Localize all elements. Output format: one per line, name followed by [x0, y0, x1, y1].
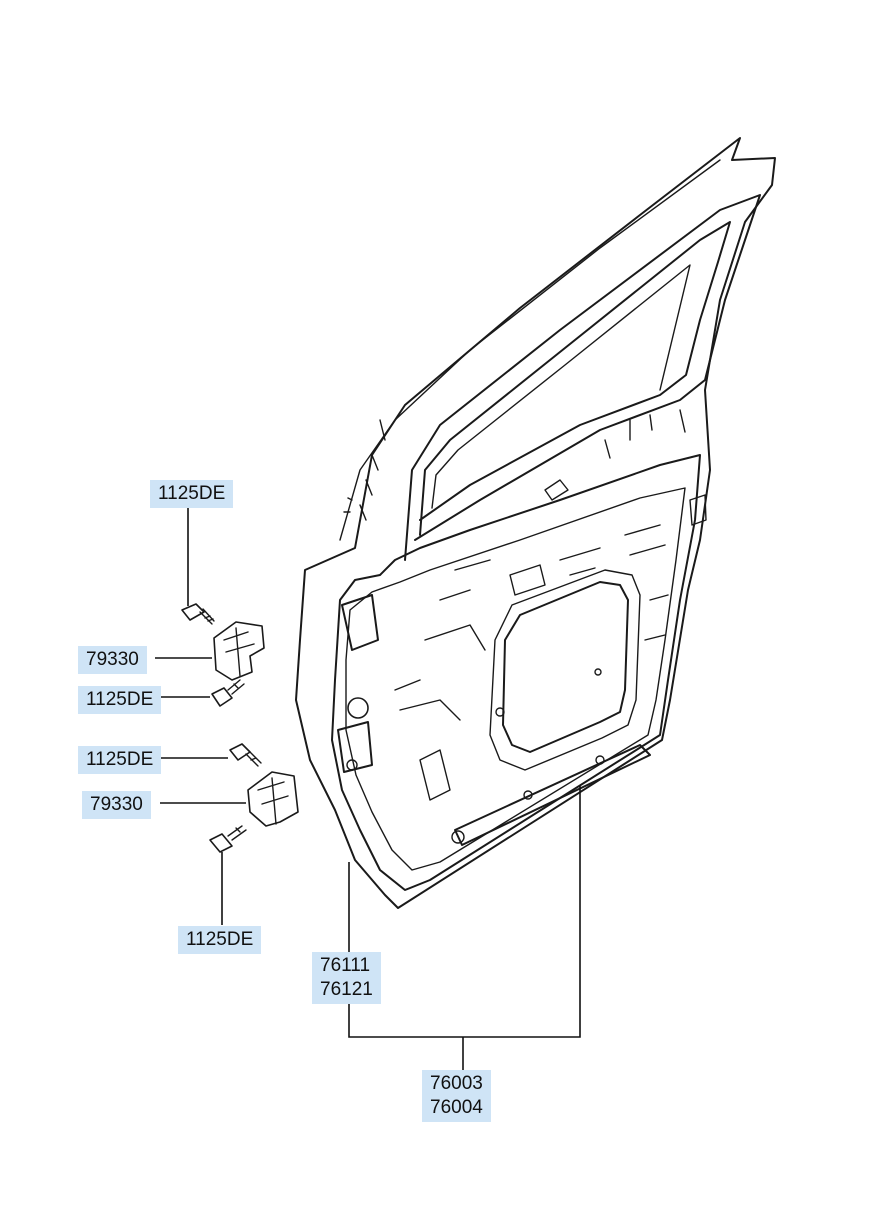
upper-hinge-group — [181, 603, 265, 707]
door-inner-panel — [331, 454, 701, 891]
callout-bolt-upper-top: 1125DE — [150, 480, 234, 508]
part-number: 76111 — [320, 955, 371, 976]
callout-hinge-lower: 79330 — [82, 791, 151, 819]
bolt-icon — [209, 825, 247, 853]
hinge-lower-icon — [247, 771, 299, 827]
part-number: 79330 — [90, 794, 143, 815]
door-outer-outline — [295, 137, 776, 909]
callout-bolt-lower-bottom: 1125DE — [178, 926, 262, 954]
part-number: 79330 — [86, 649, 139, 670]
callout-door-assembly: 76003 76004 — [422, 1070, 491, 1122]
callout-bolt-lower-top: 1125DE — [78, 746, 162, 774]
callout-door-panel: 76111 76121 — [312, 952, 381, 1004]
part-number: 1125DE — [158, 483, 226, 504]
part-number: 1125DE — [86, 689, 154, 710]
part-number: 1125DE — [86, 749, 154, 770]
callout-bolt-upper-bottom: 1125DE — [78, 686, 162, 714]
bolt-icon — [229, 743, 262, 767]
part-number: 76121 — [320, 979, 373, 1000]
bolt-icon — [181, 603, 215, 625]
part-number: 76003 — [430, 1073, 483, 1094]
part-number: 1125DE — [186, 929, 254, 950]
part-number: 76004 — [430, 1097, 483, 1118]
rear-door-illustration — [295, 137, 776, 909]
lower-hinge-group — [209, 743, 299, 853]
leader-lines — [155, 508, 581, 1070]
lower-reinforcement — [454, 744, 651, 846]
service-access-hole — [502, 581, 629, 753]
hinge-upper-icon — [213, 621, 265, 681]
window-frame-outer — [404, 194, 761, 561]
window-glass-opening — [419, 221, 731, 536]
door-skin-edge — [339, 159, 721, 541]
callout-hinge-upper: 79330 — [78, 646, 147, 674]
hinge-reinforcement — [341, 594, 379, 651]
bolt-icon — [211, 679, 245, 707]
leader-door-assembly-bracket — [348, 786, 581, 1038]
